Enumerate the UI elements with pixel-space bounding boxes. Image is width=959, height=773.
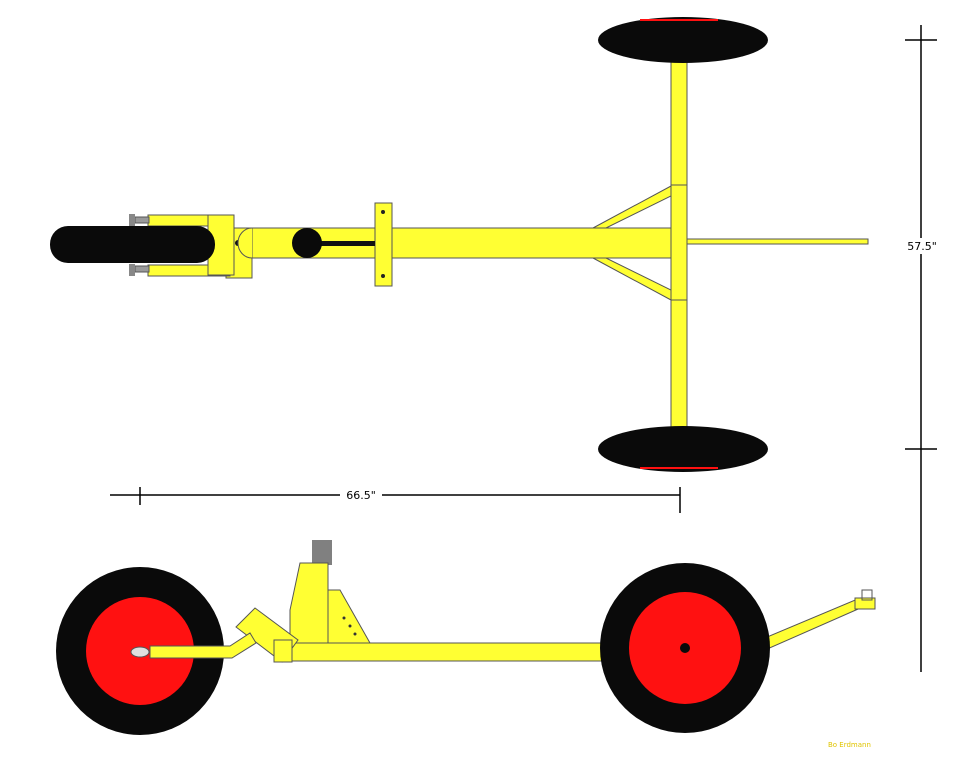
- side-grey-post: [312, 540, 332, 565]
- upper-brace: [592, 185, 672, 229]
- length-dimension: 66.5": [110, 487, 681, 513]
- width-dimension-label: 57.5": [907, 240, 937, 253]
- top-tire: [598, 17, 768, 63]
- rear-axle: [670, 57, 688, 431]
- mount-plate: [374, 202, 393, 287]
- front-tire-top-view: [50, 226, 215, 263]
- side-gusset: [327, 589, 371, 644]
- bottom-tire: [598, 426, 768, 472]
- side-front-arm-block: [273, 639, 293, 663]
- lower-brace: [592, 257, 672, 301]
- side-tongue: [759, 597, 866, 651]
- side-upright: [289, 562, 329, 644]
- signature: Bo Erdmann: [828, 741, 871, 749]
- side-view: [56, 540, 876, 735]
- width-dimension: 57.5": [904, 25, 940, 672]
- tongue-rod: [686, 238, 869, 245]
- main-beam: [389, 227, 672, 259]
- pivot-ball: [292, 228, 322, 258]
- length-dimension-label: 66.5": [346, 489, 376, 502]
- side-front-arm: [149, 632, 257, 659]
- top-view: [50, 17, 869, 472]
- neck-dark-bar: [318, 241, 375, 246]
- hitch-tip: [854, 597, 876, 610]
- side-main-beam: [289, 642, 611, 662]
